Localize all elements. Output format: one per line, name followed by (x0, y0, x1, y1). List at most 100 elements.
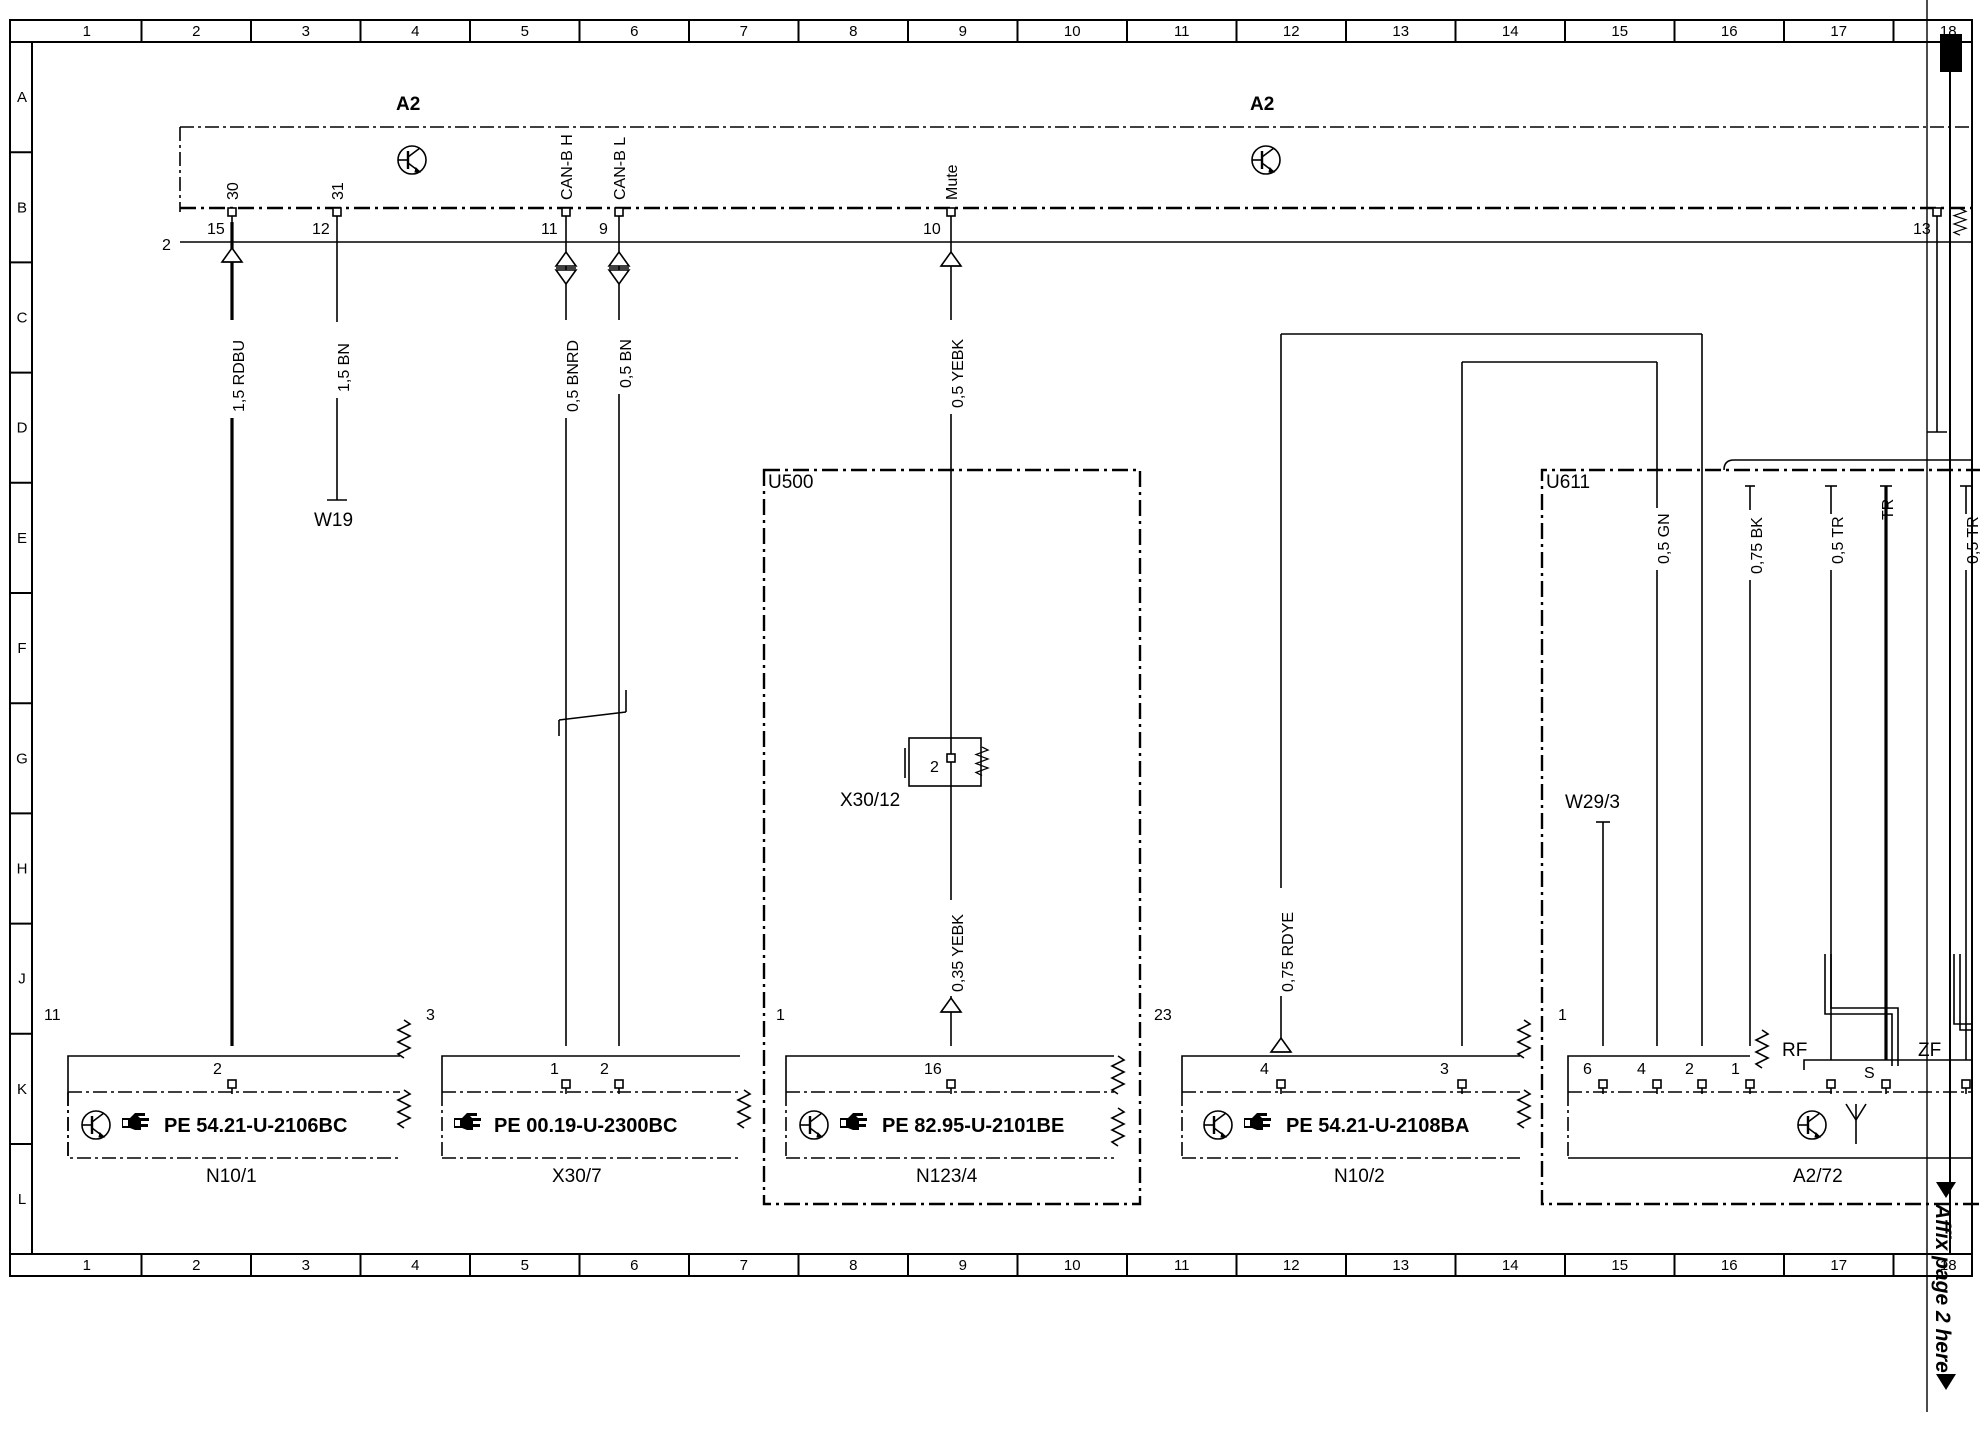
connector-label: X30/12 (840, 790, 900, 811)
grid-column-label-bottom: 10 (1064, 1257, 1081, 1274)
component-n123-4: 1 16 PE 82.95-U-2101BE N123/4 (776, 1007, 1125, 1187)
drawing-frame (9, 19, 1973, 1277)
pin-number: 4 (1637, 1061, 1646, 1078)
wire-pin13 (1927, 222, 1947, 433)
shield-squiggle-icon (1111, 1107, 1125, 1147)
grid-column-label-top: 2 (192, 23, 200, 40)
component-corner-number: 3 (426, 1007, 435, 1024)
grid-column-label-bottom: 8 (849, 1257, 857, 1274)
hand-pointer-icon (840, 1113, 867, 1130)
pin-label: 31 (330, 182, 347, 200)
top-pin-can-b-h: CAN-B H 11 (541, 134, 576, 238)
grid-row-label: A (17, 89, 27, 106)
module-a2-left-label: A2 (396, 94, 420, 115)
pin-label: Mute (944, 164, 961, 200)
component-corner-number: 1 (776, 1007, 785, 1024)
grid-row-label: H (17, 861, 28, 878)
pe-reference: PE 54.21-U-2108BA (1286, 1115, 1469, 1137)
shield-squiggle-icon (1517, 1089, 1531, 1129)
grid-column-label-top: 8 (849, 23, 857, 40)
grid-column-label-top: 5 (521, 23, 529, 40)
wire-tr-2: 0,5 TR (1960, 485, 1980, 1060)
pin-number: 13 (1913, 221, 1931, 238)
ground-w19-label: W19 (314, 510, 353, 531)
pin-socket (561, 207, 571, 223)
shield-squiggle-icon (1111, 1055, 1125, 1095)
shield-squiggle-icon (737, 1089, 751, 1129)
wire-tr-short: TR (1880, 485, 1897, 1060)
grid-column-label-bottom: 9 (959, 1257, 967, 1274)
wire-label: 0,5 BNRD (565, 340, 582, 412)
wire-label: 0,5 YEBK (950, 339, 967, 408)
pin-number: 16 (924, 1061, 942, 1078)
grid-column-label-top: 3 (302, 23, 310, 40)
wire-can-h: 0,5 BNRD (554, 222, 582, 1046)
twisted-pair-marker (558, 690, 627, 736)
grid-column-label-top: 6 (630, 23, 638, 40)
wire-label: 0,5 GN (1656, 513, 1673, 564)
s-label: S (1864, 1065, 1875, 1082)
component-id-label: N10/2 (1334, 1166, 1385, 1187)
coax-shield-bend (1824, 954, 1972, 1066)
top-pin-30: 30 15 (207, 182, 242, 238)
connector-x30-12: 2 X30/12 (840, 737, 989, 811)
hand-pointer-icon (1244, 1113, 1271, 1130)
grid-column-label-bottom: 15 (1611, 1257, 1628, 1274)
wire-rdye: 0,75 RDYE (1269, 333, 1703, 1053)
transistor-icon (1202, 1109, 1234, 1141)
shield-squiggle-icon (1755, 1029, 1769, 1069)
pin-number: 4 (1260, 1061, 1269, 1078)
grid-column-label-top: 14 (1502, 23, 1519, 40)
component-id-label: N123/4 (916, 1166, 978, 1187)
wire-label: 0,35 YEBK (950, 914, 967, 992)
pin-socket (227, 207, 237, 223)
module-a2-right-label: A2 (1250, 94, 1274, 115)
grid-column-label-bottom: 13 (1392, 1257, 1409, 1274)
pin-socket (1932, 207, 1942, 223)
grid-column-label-top: 15 (1611, 23, 1628, 40)
grid-row-label: B (17, 199, 27, 216)
antenna-icon (1845, 1103, 1867, 1144)
pin-socket (332, 207, 342, 223)
pin-socket (614, 207, 624, 223)
grid-column-label-bottom: 16 (1721, 1257, 1738, 1274)
corner-tab (1940, 34, 1962, 72)
connector-pin-number: 2 (930, 759, 939, 776)
wire-label: 0,5 TR (1965, 516, 1980, 564)
hand-pointer-icon (122, 1113, 149, 1130)
component-n10-2: 23 4 3 PE 54.21-U-2108BA N10/2 (1154, 1007, 1531, 1187)
component-corner-number: 23 (1154, 1007, 1172, 1024)
wire-bk: 0,75 BK (1745, 485, 1766, 1046)
wire-gn: 0,5 GN (1461, 361, 1673, 1046)
pin-label: 30 (225, 182, 242, 200)
top-pin-mute: Mute 10 (923, 164, 961, 238)
bus-side-label: 2 (162, 237, 171, 254)
group-u611-label: U611 (1546, 472, 1590, 493)
wire-label: 0,5 BN (618, 339, 635, 388)
top-pin-13: 13 (1913, 207, 1967, 238)
component-id-label: A2/72 (1793, 1166, 1843, 1187)
wire-yebk-lower: 0,35 YEBK (939, 768, 967, 1046)
grid-labels: 1122334455667788991010111112121313141415… (16, 23, 1956, 1274)
pin-socket (946, 753, 956, 769)
grid-row-label: D (17, 420, 28, 437)
transistor-icon (798, 1109, 830, 1141)
pin-label: CAN-B H (559, 134, 576, 200)
group-u611-box: U611 (1540, 459, 1980, 1206)
grid-row-label: E (17, 530, 27, 547)
grid-column-label-top: 11 (1174, 23, 1190, 40)
grid-lines (10, 20, 1895, 1276)
grid-column-label-bottom: 18 (1940, 1257, 1957, 1274)
grid-column-label-bottom: 6 (630, 1257, 638, 1274)
pin-number: 9 (599, 221, 608, 238)
ground-w29-3: W29/3 (1565, 792, 1620, 1046)
grid-column-label-top: 1 (83, 23, 91, 40)
component-corner-number: 11 (44, 1007, 61, 1024)
grid-column-label-bottom: 5 (521, 1257, 529, 1274)
component-a2-72: 1 6 4 2 1 RF S ZF A2/72 (1558, 1007, 1972, 1187)
wire-label: TR (1880, 499, 1897, 520)
affix-note-text: Affix page 2 here (1931, 1203, 1954, 1373)
grid-column-label-top: 13 (1392, 23, 1409, 40)
grid-row-label: J (18, 971, 26, 988)
